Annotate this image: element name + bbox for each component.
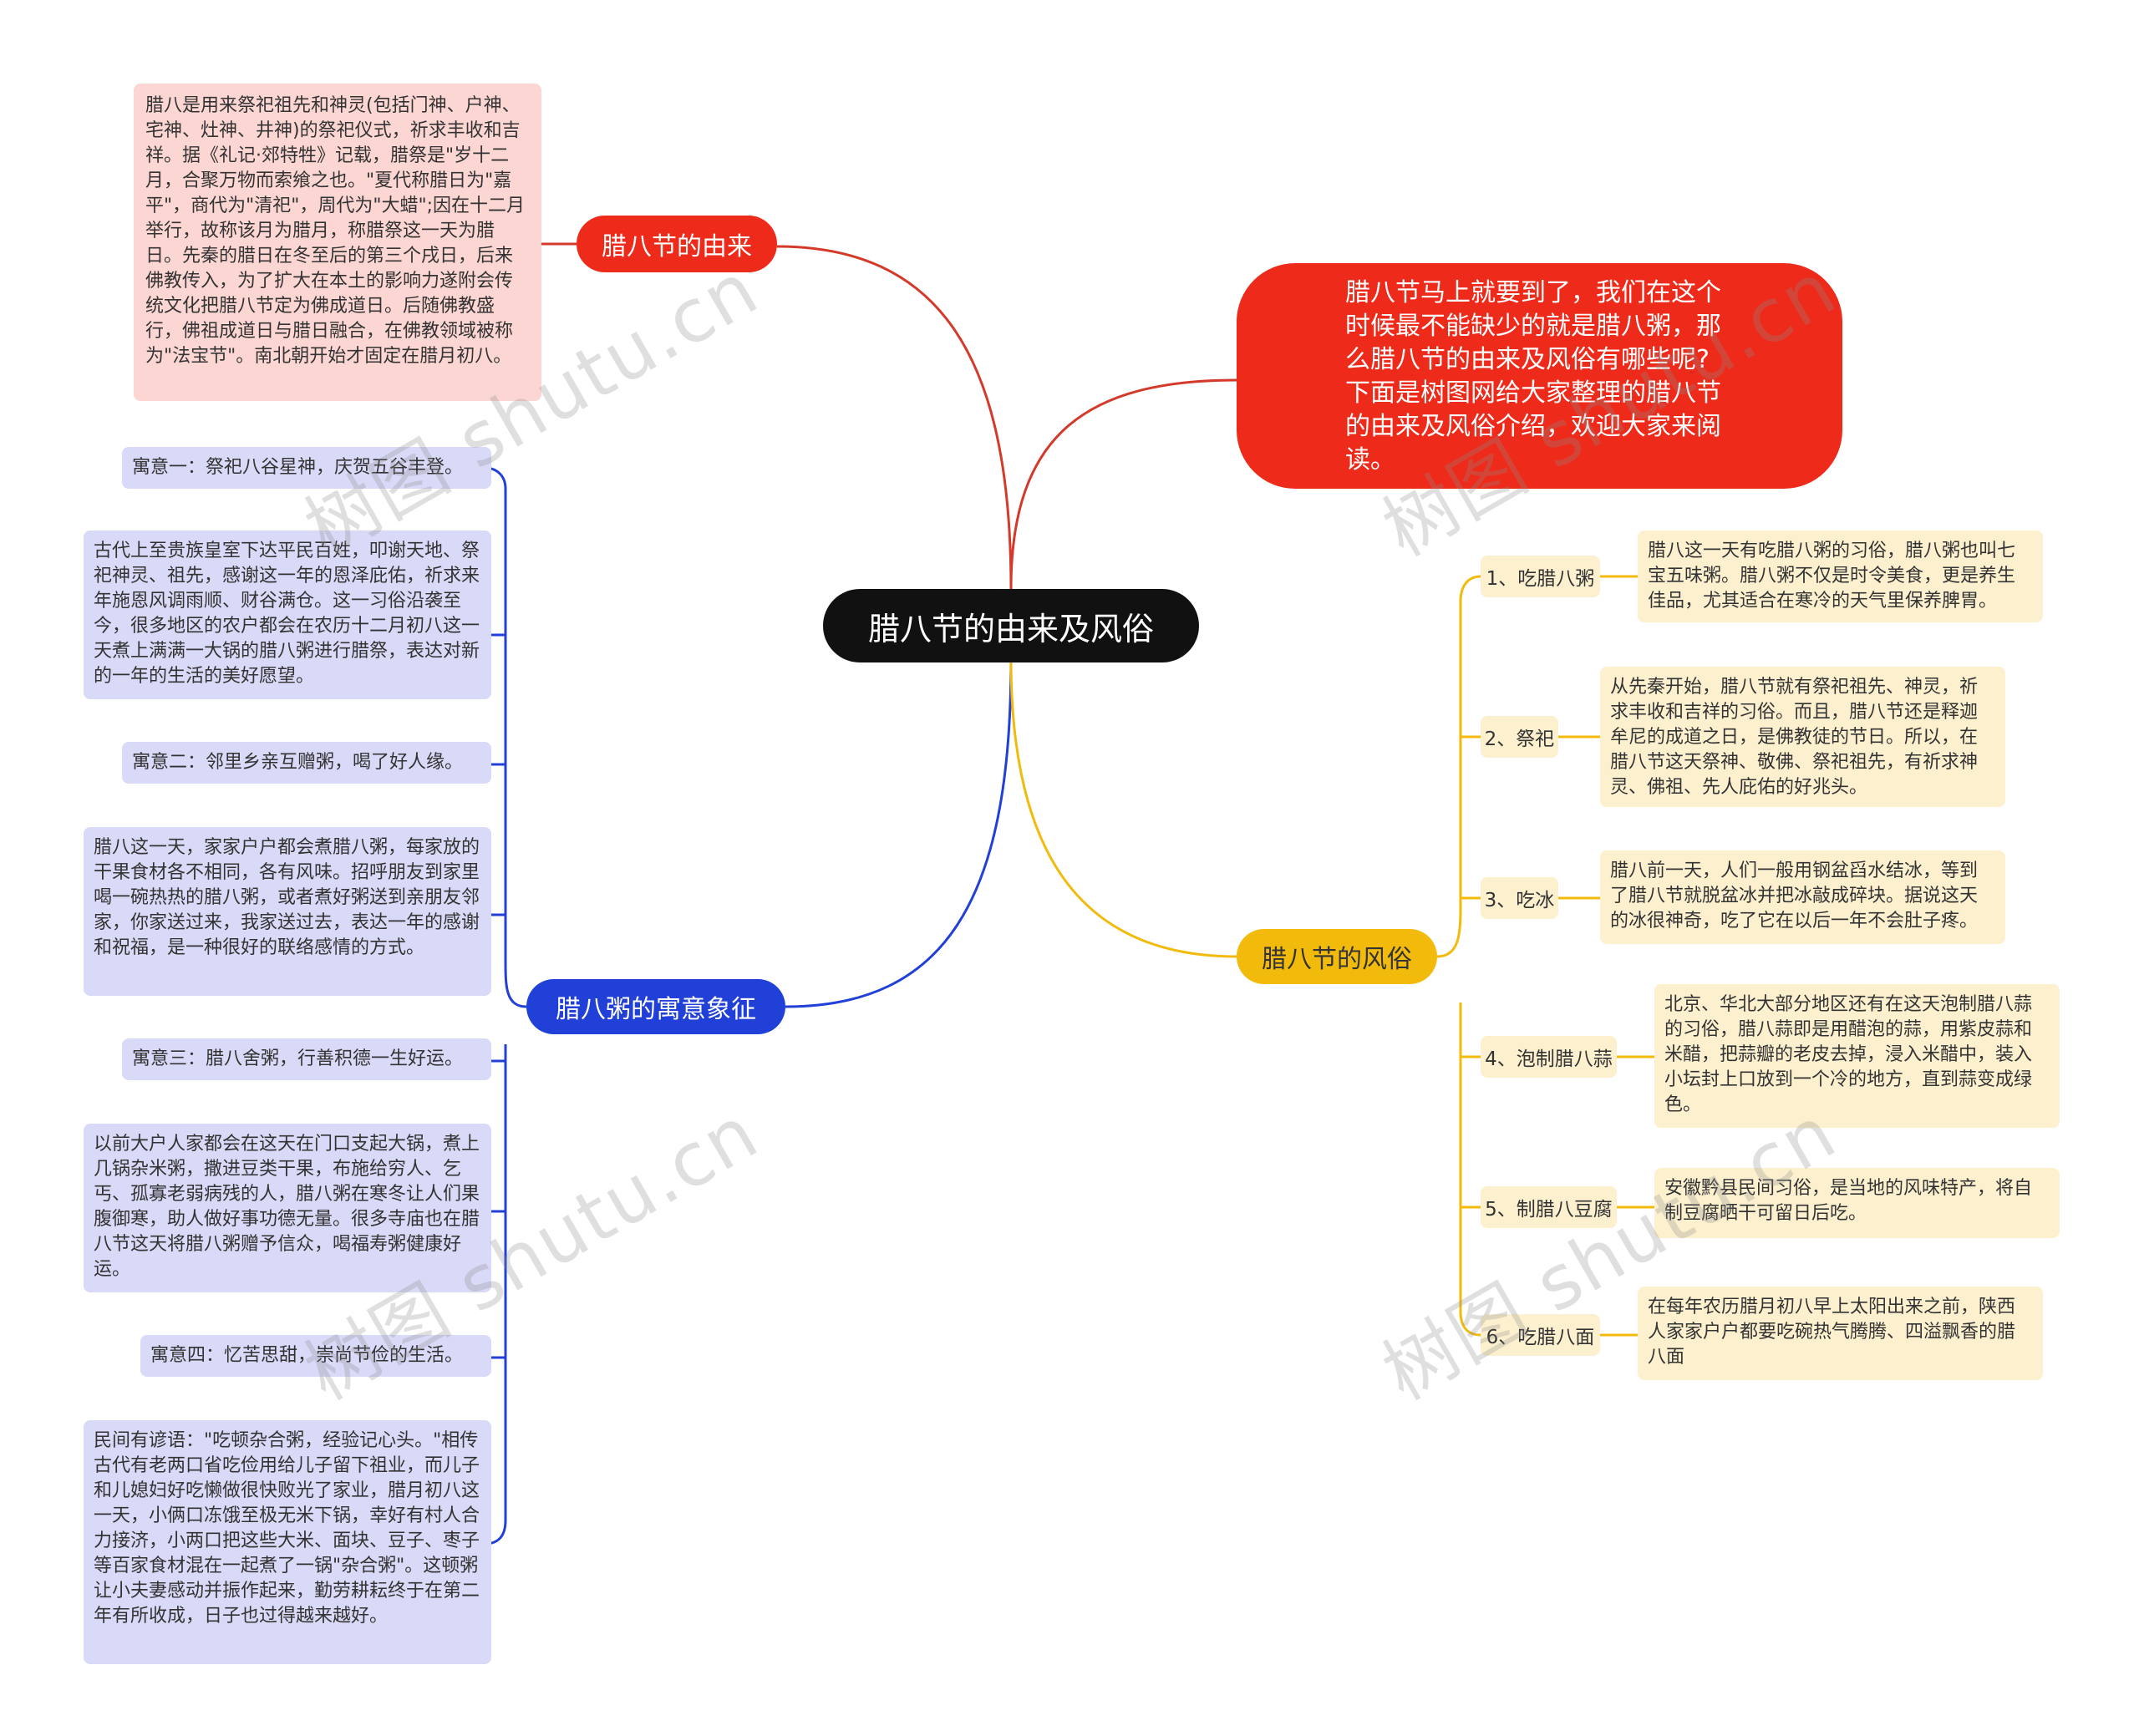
link-center-customs (1009, 659, 1237, 958)
link-customs-items (1461, 735, 1481, 1209)
meaning-item-7: 寓意四：忆苦思甜，崇尚节俭的生活。 (140, 1335, 491, 1377)
custom-text-6: 在每年农历腊月初八早上太阳出来之前，陕西人家家户户都要吃碗热气腾腾、四溢飘香的腊… (1638, 1287, 2043, 1380)
meaning-item-2: 古代上至贵族皇室下达平民百姓，叩谢天地、祭祀神灵、祖先，感谢这一年的恩泽庇佑，祈… (84, 530, 491, 699)
meaning-item-5: 寓意三：腊八舍粥，行善积德一生好运。 (122, 1038, 491, 1080)
custom-text-5: 安徽黔县民间习俗，是当地的风味特产，将自制豆腐晒干可留日后吃。 (1654, 1168, 2060, 1238)
custom-name-4[interactable]: 4、泡制腊八蒜 (1481, 1036, 1617, 1078)
custom-text-2: 从先秦开始，腊八节就有祭祀祖先、神灵，祈求丰收和吉祥的习俗。而且，腊八节还是释迦… (1600, 667, 2005, 807)
intro-bubble[interactable]: 腊八节马上就要到了，我们在这个时候最不能缺少的就是腊八粥，那么腊八节的由来及风俗… (1237, 263, 1842, 489)
custom-name-6[interactable]: 6、吃腊八面 (1481, 1314, 1600, 1356)
custom-name-2[interactable]: 2、祭祀 (1481, 716, 1558, 758)
branch-origin[interactable]: 腊八节的由来 (577, 216, 777, 272)
custom-name-5[interactable]: 5、制腊八豆腐 (1481, 1186, 1617, 1228)
custom-text-1: 腊八这一天有吃腊八粥的习俗，腊八粥也叫七宝五味粥。腊八粥不仅是时令美食，更是养生… (1638, 530, 2043, 622)
link-meaning-items (491, 633, 506, 1359)
link-center-meaning (785, 659, 1013, 1008)
link-center-origin (776, 245, 1013, 590)
meaning-item-1: 寓意一：祭祀八谷星神，庆贺五谷丰登。 (122, 447, 491, 489)
link-customs-bracket (1436, 575, 1481, 1337)
custom-name-1[interactable]: 1、吃腊八粥 (1481, 556, 1600, 597)
meaning-item-6: 以前大户人家都会在这天在门口支起大锅，煮上几锅杂米粥，撒进豆类干果，布施给穷人、… (84, 1124, 491, 1292)
central-topic[interactable]: 腊八节的由来及风俗 (823, 589, 1199, 662)
link-center-intro (1009, 378, 1237, 590)
custom-text-3: 腊八前一天，人们一般用钢盆舀水结冰，等到了腊八节就脱盆冰并把冰敲成碎块。据说这天… (1600, 850, 2005, 944)
origin-text: 腊八是用来祭祀祖先和神灵(包括门神、户神、宅神、灶神、井神)的祭祀仪式，祈求丰收… (134, 84, 541, 401)
link-customs-details (1558, 575, 1654, 1337)
custom-name-3[interactable]: 3、吃冰 (1481, 877, 1558, 919)
meaning-item-3: 寓意二：邻里乡亲互赠粥，喝了好人缘。 (122, 742, 491, 784)
meaning-item-4: 腊八这一天，家家户户都会煮腊八粥，每家放的干果食材各不相同，各有风味。招呼朋友到… (84, 827, 491, 996)
custom-text-4: 北京、华北大部分地区还有在这天泡制腊八蒜的习俗，腊八蒜即是用醋泡的蒜，用紫皮蒜和… (1654, 984, 2060, 1128)
branch-customs[interactable]: 腊八节的风俗 (1237, 929, 1437, 984)
meaning-item-8: 民间有谚语："吃顿杂合粥，经验记心头。"相传古代有老两口省吃俭用给儿子留下祖业，… (84, 1420, 491, 1664)
branch-meaning[interactable]: 腊八粥的寓意象征 (526, 979, 785, 1034)
